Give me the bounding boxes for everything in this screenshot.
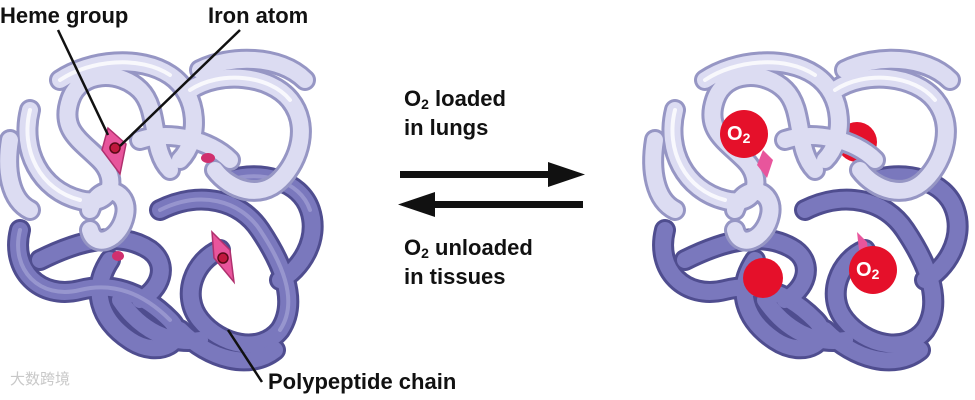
polypeptide-chain-leader bbox=[226, 329, 264, 383]
light-polypeptide-chains-oxy bbox=[642, 48, 961, 252]
heme-group-4 bbox=[112, 251, 124, 261]
forward-arrow bbox=[400, 162, 585, 187]
heme-group-3 bbox=[201, 153, 215, 163]
iron-atom-label: Iron atom bbox=[208, 3, 309, 28]
heme-group-label: Heme group bbox=[0, 3, 129, 28]
leader-lines bbox=[56, 29, 264, 383]
watermark: 大数跨境 bbox=[10, 370, 71, 388]
deoxyhemoglobin-molecule bbox=[0, 29, 324, 383]
dark-polypeptide-chains-oxy bbox=[652, 165, 969, 372]
iron-atom-2 bbox=[217, 252, 229, 264]
in-tissues-label: in tissues bbox=[404, 264, 506, 289]
light-polypeptide-chains bbox=[0, 48, 316, 252]
oxygen-marker-label-2: O2 bbox=[856, 259, 880, 282]
oxyhemoglobin-molecule bbox=[642, 48, 969, 372]
iron-atom-leader bbox=[119, 29, 241, 147]
polypeptide-chain-label: Polypeptide chain bbox=[268, 369, 457, 394]
heme-group-leader bbox=[56, 29, 110, 136]
iron-atom-1 bbox=[109, 142, 121, 154]
oxygen-molecule-2 bbox=[849, 246, 897, 294]
equilibrium-arrows bbox=[398, 162, 585, 217]
o2-loaded-label: O2 loaded bbox=[404, 86, 506, 112]
oxygen-partial-2 bbox=[743, 258, 783, 298]
o2-unloaded-label: O2 unloaded bbox=[404, 235, 533, 261]
in-lungs-label: in lungs bbox=[404, 115, 489, 140]
oxygen-marker-label-1: O2 bbox=[727, 123, 751, 146]
dark-polypeptide-chains bbox=[7, 165, 324, 372]
heme-groups bbox=[101, 126, 236, 285]
oxygen-molecule-1 bbox=[720, 110, 768, 158]
heme-group-oxy-1 bbox=[757, 150, 773, 178]
reverse-arrow bbox=[398, 192, 583, 217]
